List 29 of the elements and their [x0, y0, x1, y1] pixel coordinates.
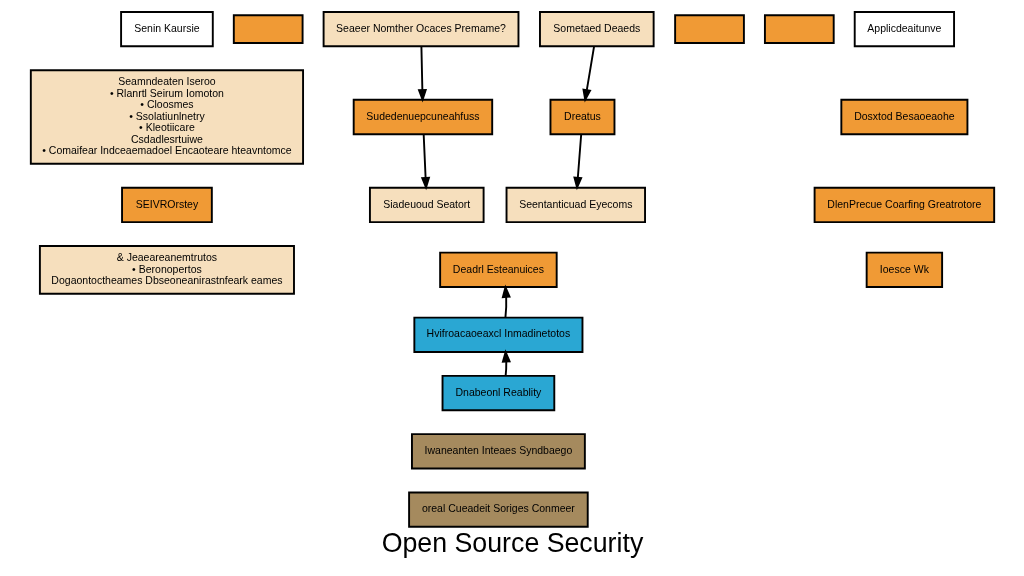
- node-box: Sudedenuepcuneahfuss: [352, 98, 493, 136]
- node-box: Dosxtod Besaoeaohe: [839, 98, 968, 136]
- node-box: Sometaed Deaeds: [538, 11, 655, 48]
- node-box: Seamndeaten Iseroo • Rlanrtl Seirum Iomoton • Cloosmes • Ssolatiunlnetry • Kleotiicare Csdadlesrtuiwe • Comaifear Indceaemadoel Encaoteare hteavntomce: [29, 69, 304, 165]
- node-bar: [232, 14, 304, 44]
- diagram-title: Open Source Security: [381, 528, 643, 559]
- node-box: Siadeuoud Seatort: [368, 186, 485, 224]
- arrow: [420, 133, 430, 191]
- node-box: SEIVROrstey: [120, 186, 213, 224]
- node-box: Seaeer Nomther Ocaces Premame?: [322, 11, 519, 48]
- node-box: Seentanticuad Eyecoms: [505, 186, 646, 224]
- node-box: Deadrl Esteanuices: [438, 251, 558, 288]
- node-box: oreal Cueadeit Soriges Conmeer: [407, 491, 589, 528]
- node-bar: [673, 14, 745, 44]
- node-bar: [763, 14, 835, 44]
- node-box: Dreatus: [549, 98, 615, 136]
- node-box: & Jeaeareanemtrutos • Beronopertos Dogaontoctheames Dbseoneanirastnfeark eames: [38, 245, 295, 295]
- arrow: [417, 45, 427, 103]
- arrow: [572, 133, 583, 191]
- node-box: Dnabeonl Reablity: [441, 374, 555, 412]
- node-box: Senin Kaursie: [119, 11, 214, 48]
- arrow: [501, 284, 511, 319]
- node-box: Ioesce Wk: [865, 251, 943, 288]
- node-box: Hvifroacaoeaxcl Inmadinetotos: [412, 316, 583, 353]
- node-box: Iwaneanten Inteaes Syndbaego: [410, 433, 586, 470]
- arrow: [501, 349, 511, 377]
- arrow: [581, 45, 595, 103]
- node-box: DlenPrecue Coarfing Greatrotore: [813, 186, 995, 224]
- node-box: Applicdeaitunve: [853, 11, 955, 48]
